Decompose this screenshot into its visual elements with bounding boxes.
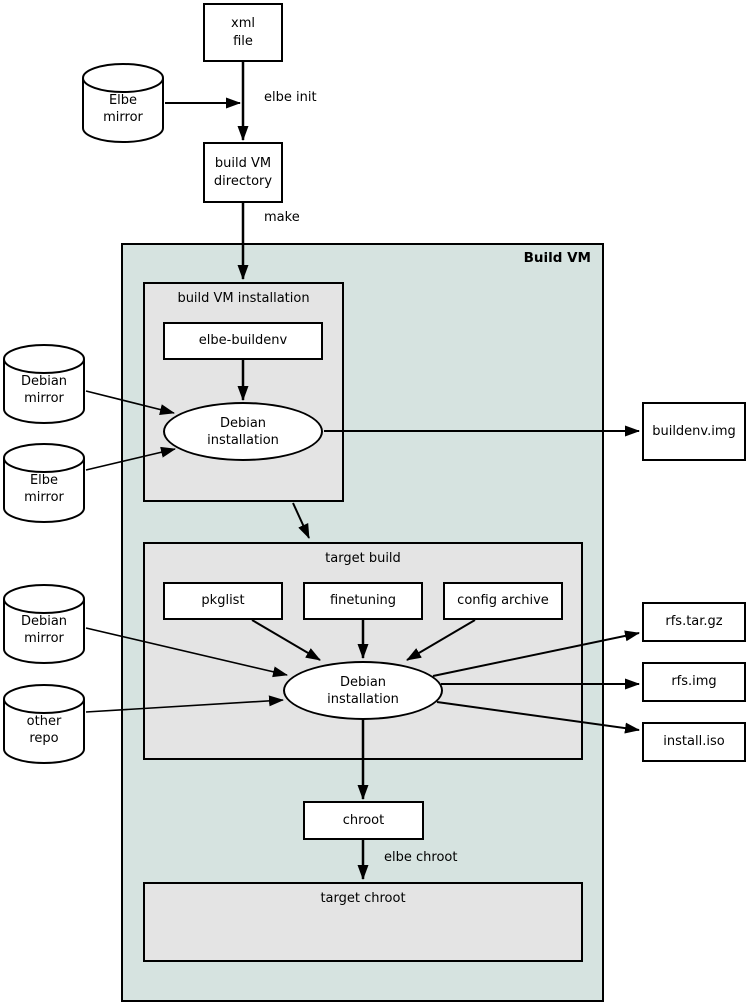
elbe-mirror-top-cylinder: Elbe mirror <box>81 61 165 145</box>
xml-file-node: xml file <box>203 3 283 62</box>
elbe-mirror-2-label: Elbe mirror <box>24 473 64 505</box>
debian-mirror-1-cylinder: Debian mirror <box>2 342 86 426</box>
elbe-chroot-edge-label: elbe chroot <box>384 850 458 865</box>
pkglist-label: pkglist <box>201 593 245 608</box>
debian-mirror-1-label: Debian mirror <box>20 374 68 406</box>
cylinder-icon <box>82 63 165 143</box>
target-build-label: target build <box>325 551 401 566</box>
elbe-buildenv-node: elbe-buildenv <box>163 322 323 360</box>
config-archive-label: config archive <box>457 593 549 608</box>
build-vm-directory-line1: build VM <box>214 155 272 171</box>
chroot-node: chroot <box>303 801 424 840</box>
build-vm-directory-node: build VM directory <box>203 142 283 203</box>
rfs-img-label: rfs.img <box>671 674 717 689</box>
other-repo-label: other repo <box>26 714 62 746</box>
rfs-img-node: rfs.img <box>642 662 746 702</box>
debian-installation-2-ellipse: Debian installation <box>283 661 443 720</box>
finetuning-label: finetuning <box>329 593 397 608</box>
rfs-tar-gz-label: rfs.tar.gz <box>665 614 723 629</box>
chroot-label: chroot <box>342 812 385 828</box>
build-vm-directory-line2: directory <box>213 173 273 189</box>
cylinder-icon <box>3 344 86 424</box>
xml-file-label-line2: file <box>233 33 253 49</box>
install-iso-node: install.iso <box>642 722 746 762</box>
cylinder-icon <box>3 443 86 523</box>
build-vm-installation-section: build VM installation <box>143 282 344 502</box>
debian-mirror-2-cylinder: Debian mirror <box>2 582 86 666</box>
build-vm-installation-label: build VM installation <box>177 291 310 306</box>
buildenv-img-node: buildenv.img <box>642 402 746 461</box>
xml-file-label-line1: xml <box>231 15 255 31</box>
buildenv-img-label: buildenv.img <box>652 423 736 439</box>
cylinder-icon <box>3 584 86 664</box>
elbe-init-edge-label: elbe init <box>264 90 317 105</box>
pkglist-node: pkglist <box>163 582 283 620</box>
target-chroot-label: target chroot <box>320 891 406 906</box>
target-build-section: target build <box>143 542 583 760</box>
config-archive-node: config archive <box>443 582 563 620</box>
other-repo-cylinder: other repo <box>2 682 86 766</box>
elbe-mirror-2-cylinder: Elbe mirror <box>2 441 86 525</box>
build-vm-title: Build VM <box>523 250 591 266</box>
elbe-buildenv-label: elbe-buildenv <box>198 333 288 348</box>
cylinder-icon <box>3 684 86 764</box>
debian-installation-1-ellipse: Debian installation <box>163 402 323 461</box>
debian-mirror-2-label: Debian mirror <box>20 614 68 646</box>
elbe-mirror-top-label: Elbe mirror <box>103 93 143 125</box>
finetuning-node: finetuning <box>303 582 423 620</box>
target-chroot-section: target chroot <box>143 882 583 962</box>
make-edge-label: make <box>264 210 300 225</box>
rfs-tar-gz-node: rfs.tar.gz <box>642 602 746 642</box>
install-iso-label: install.iso <box>663 734 725 749</box>
